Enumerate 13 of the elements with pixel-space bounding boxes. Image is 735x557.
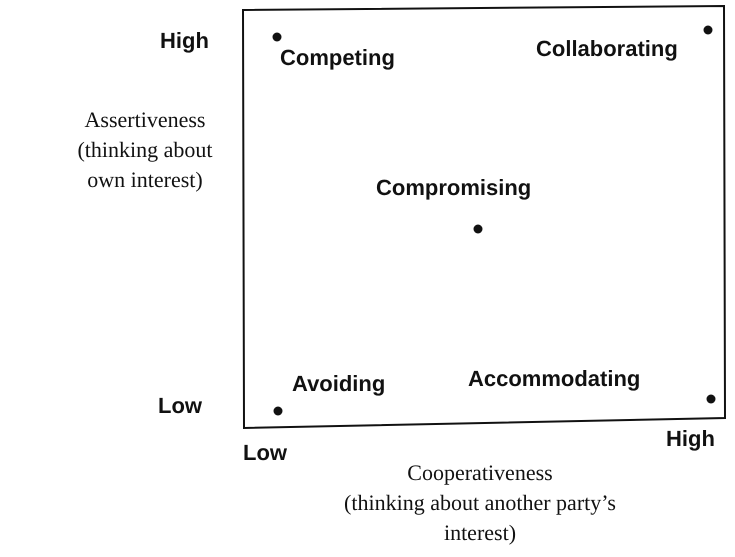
quadrant-label: Avoiding <box>292 371 386 398</box>
axis-title: Cooperativeness <box>406 459 554 487</box>
axis-tick-label: Low <box>243 440 287 466</box>
axis-subtitle: (thinking about another party’s interest) <box>343 489 617 547</box>
axis-subtitle: (thinking about own interest) <box>76 136 214 194</box>
axis-tick-label: High <box>666 426 715 452</box>
quadrant-label: Accommodating <box>468 366 640 392</box>
axis-tick-label: Low <box>158 393 202 420</box>
axis-tick-label: High <box>160 28 209 54</box>
quadrant-label: Competing <box>280 45 395 72</box>
quadrant-label: Collaborating <box>536 36 678 62</box>
axis-title: Assertiveness <box>84 106 206 134</box>
quadrant-label: Compromising <box>376 175 532 202</box>
